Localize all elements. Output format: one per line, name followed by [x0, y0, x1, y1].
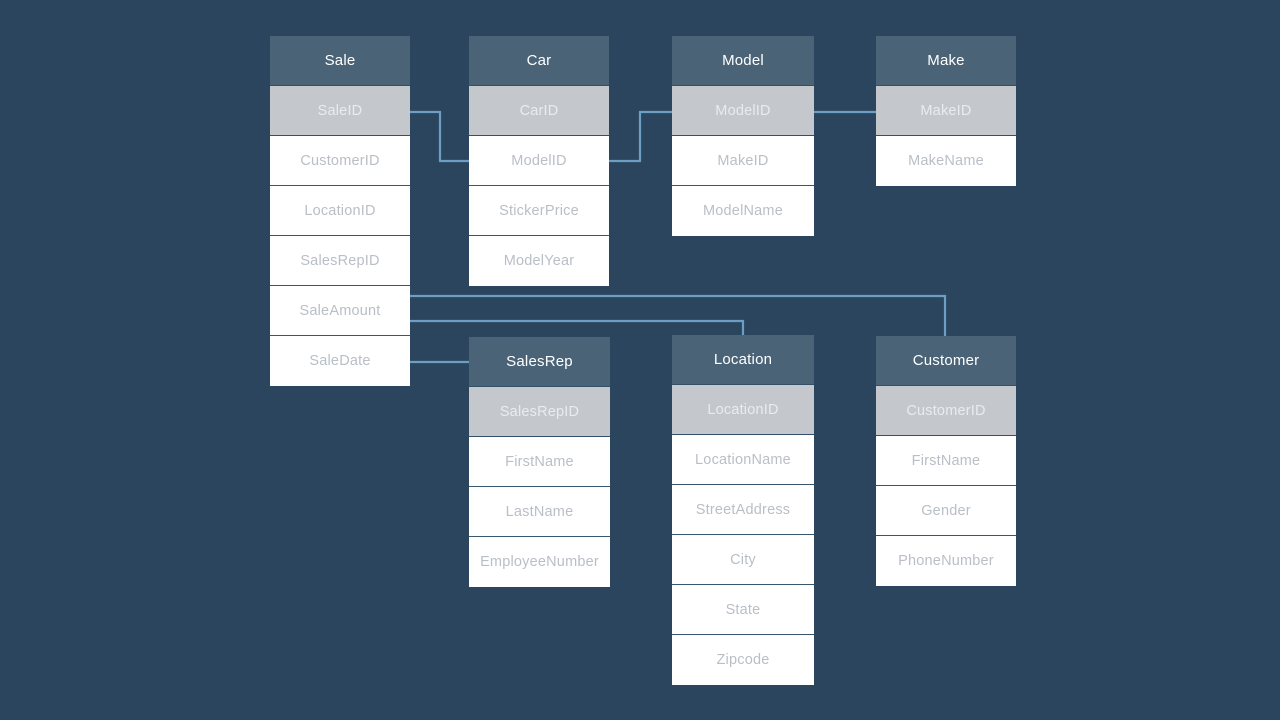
field-location-zipcode[interactable]: Zipcode — [672, 635, 814, 685]
field-customer-firstname[interactable]: FirstName — [876, 436, 1016, 486]
field-sale-salesrepid[interactable]: SalesRepID — [270, 236, 410, 286]
field-sale-locationid[interactable]: LocationID — [270, 186, 410, 236]
field-sale-saledate[interactable]: SaleDate — [270, 336, 410, 386]
field-sale-saleamount[interactable]: SaleAmount — [270, 286, 410, 336]
field-salesrep-lastname[interactable]: LastName — [469, 487, 610, 537]
entity-title-model: Model — [672, 36, 814, 86]
field-salesrep-employeenumber[interactable]: EmployeeNumber — [469, 537, 610, 587]
field-car-stickerprice[interactable]: StickerPrice — [469, 186, 609, 236]
entity-title-salesrep: SalesRep — [469, 337, 610, 387]
field-location-state[interactable]: State — [672, 585, 814, 635]
entity-title-car: Car — [469, 36, 609, 86]
entity-title-sale: Sale — [270, 36, 410, 86]
field-sale-customerid[interactable]: CustomerID — [270, 136, 410, 186]
field-salesrep-firstname[interactable]: FirstName — [469, 437, 610, 487]
field-customer-gender[interactable]: Gender — [876, 486, 1016, 536]
field-make-makeid[interactable]: MakeID — [876, 86, 1016, 136]
field-model-makeid[interactable]: MakeID — [672, 136, 814, 186]
entity-title-customer: Customer — [876, 336, 1016, 386]
field-salesrep-salesrepid[interactable]: SalesRepID — [469, 387, 610, 437]
field-car-modelyear[interactable]: ModelYear — [469, 236, 609, 286]
field-sale-saleid[interactable]: SaleID — [270, 86, 410, 136]
field-location-city[interactable]: City — [672, 535, 814, 585]
connector-sale-to-location — [410, 319, 745, 335]
field-customer-phonenumber[interactable]: PhoneNumber — [876, 536, 1016, 586]
field-model-modelname[interactable]: ModelName — [672, 186, 814, 236]
connector-sale-to-customer — [410, 294, 947, 336]
connector-car-to-model — [609, 110, 672, 163]
field-customer-customerid[interactable]: CustomerID — [876, 386, 1016, 436]
field-model-modelid[interactable]: ModelID — [672, 86, 814, 136]
entity-title-make: Make — [876, 36, 1016, 86]
field-location-streetaddress[interactable]: StreetAddress — [672, 485, 814, 535]
field-car-carid[interactable]: CarID — [469, 86, 609, 136]
field-make-makename[interactable]: MakeName — [876, 136, 1016, 186]
entity-title-location: Location — [672, 335, 814, 385]
connector-car-to-sale — [410, 110, 469, 163]
field-location-locationid[interactable]: LocationID — [672, 385, 814, 435]
field-location-locationname[interactable]: LocationName — [672, 435, 814, 485]
field-car-modelid[interactable]: ModelID — [469, 136, 609, 186]
